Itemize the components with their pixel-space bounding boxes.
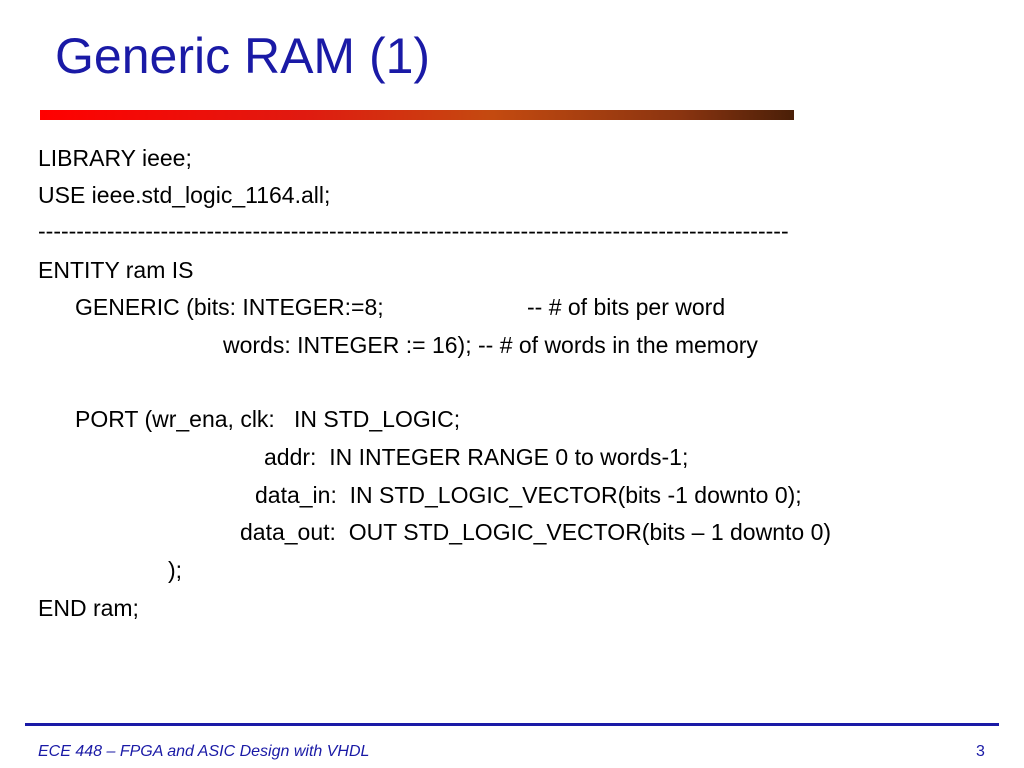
code-line-port: PORT (wr_ena, clk: IN STD_LOGIC; — [75, 406, 461, 432]
code-line-end: END ram; — [38, 595, 139, 621]
footer-divider — [25, 723, 999, 726]
code-comment-bits: -- # of bits per word — [527, 294, 726, 320]
code-line-generic: GENERIC (bits: INTEGER:=8; — [75, 294, 384, 320]
footer-course-title: ECE 448 – FPGA and ASIC Design with VHDL — [38, 743, 370, 760]
code-line-entity: ENTITY ram IS — [38, 257, 194, 283]
code-line-use: USE ieee.std_logic_1164.all; — [38, 182, 331, 208]
code-line-words: words: INTEGER := 16); -- # of words in … — [223, 332, 758, 358]
code-line-separator: ----------------------------------------… — [38, 218, 789, 244]
slide-title: Generic RAM (1) — [55, 28, 431, 84]
code-line-library: LIBRARY ieee; — [38, 145, 192, 171]
code-line-port-close: ); — [168, 557, 183, 583]
code-line-addr: addr: IN INTEGER RANGE 0 to words-1; — [264, 444, 689, 470]
code-line-data-out: data_out: OUT STD_LOGIC_VECTOR(bits – 1 … — [240, 519, 832, 545]
title-underline — [40, 110, 794, 120]
code-line-data-in: data_in: IN STD_LOGIC_VECTOR(bits -1 dow… — [255, 482, 802, 508]
page-number: 3 — [976, 743, 985, 760]
